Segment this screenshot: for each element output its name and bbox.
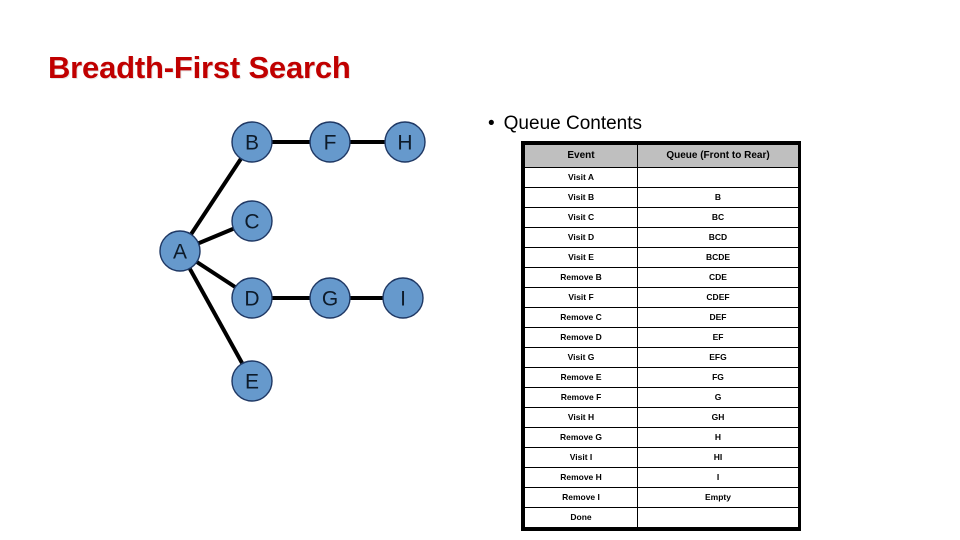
graph-node-label-f: F [324,132,337,155]
cell-queue: BCD [637,227,799,248]
cell-queue: DEF [637,307,799,328]
graph-node-label-d: D [244,288,259,311]
graph-node-circle-b [231,121,273,163]
cell-queue [637,507,799,528]
graph-node-label-g: G [322,288,338,311]
graph-node-c[interactable]: C [231,200,273,242]
table-row: Visit A [524,167,799,188]
cell-queue: BCDE [637,247,799,268]
graph-node-e[interactable]: E [231,360,273,402]
graph-node-circle-a [159,230,201,272]
queue-contents-heading: • Queue Contents [488,113,642,135]
cell-event: Visit H [524,407,638,428]
graph-node-circle-f [309,121,351,163]
cell-event: Remove D [524,327,638,348]
table-row: Done [524,507,799,528]
cell-event: Visit E [524,247,638,268]
graph-node-circle-c [231,200,273,242]
graph-node-d[interactable]: D [231,277,273,319]
graph-edges-layer [178,140,405,382]
graph-node-circle-d [231,277,273,319]
graph-node-label-h: H [397,132,412,155]
graph-node-b[interactable]: B [231,121,273,163]
cell-event: Remove C [524,307,638,328]
graph-node-label-e: E [245,371,259,394]
cell-queue: FG [637,367,799,388]
cell-event: Done [524,507,638,528]
cell-event: Visit G [524,347,638,368]
cell-queue: HI [637,447,799,468]
cell-queue: GH [637,407,799,428]
cell-queue: EF [637,327,799,348]
cell-queue: CDE [637,267,799,288]
column-header-event: Event [524,144,638,168]
cell-event: Visit D [524,227,638,248]
cell-queue: EFG [637,347,799,368]
graph-edge-a-b [178,140,254,253]
graph-node-label-i: I [400,288,406,311]
cell-event: Visit C [524,207,638,228]
cell-event: Visit F [524,287,638,308]
cell-event: Visit I [524,447,638,468]
graph-nodes-layer: A B C D E F G H I [159,121,426,402]
graph-edge-a-e [178,250,254,382]
column-header-queue: Queue (Front to Rear) [637,144,799,168]
cell-event: Remove F [524,387,638,408]
graph-node-label-a: A [173,241,187,264]
cell-queue: Empty [637,487,799,508]
cell-queue: CDEF [637,287,799,308]
graph-diagram: A B C D E F G H I [140,110,460,420]
cell-event: Visit B [524,187,638,208]
cell-queue: H [637,427,799,448]
cell-event: Remove B [524,267,638,288]
bullet-icon: • [488,113,495,134]
cell-event: Remove H [524,467,638,488]
cell-queue: B [637,187,799,208]
graph-node-a[interactable]: A [159,230,201,272]
cell-queue [637,167,799,188]
graph-node-f[interactable]: F [309,121,351,163]
graph-node-g[interactable]: G [309,277,351,319]
cell-event: Remove E [524,367,638,388]
graph-svg: A B C D E F G H I [159,121,426,402]
cell-queue: I [637,467,799,488]
cell-event: Remove I [524,487,638,508]
graph-node-label-b: B [245,132,259,155]
cell-queue: BC [637,207,799,228]
graph-node-h[interactable]: H [384,121,426,163]
cell-event: Visit A [524,167,638,188]
graph-node-circle-e [231,360,273,402]
graph-node-label-c: C [244,211,259,234]
graph-node-i[interactable]: I [382,277,424,319]
graph-node-circle-h [384,121,426,163]
page-title: Breadth-First Search [48,50,351,85]
cell-queue: G [637,387,799,408]
cell-event: Remove G [524,427,638,448]
graph-node-circle-i [382,277,424,319]
queue-contents-label: Queue Contents [503,113,643,134]
graph-node-circle-g [309,277,351,319]
